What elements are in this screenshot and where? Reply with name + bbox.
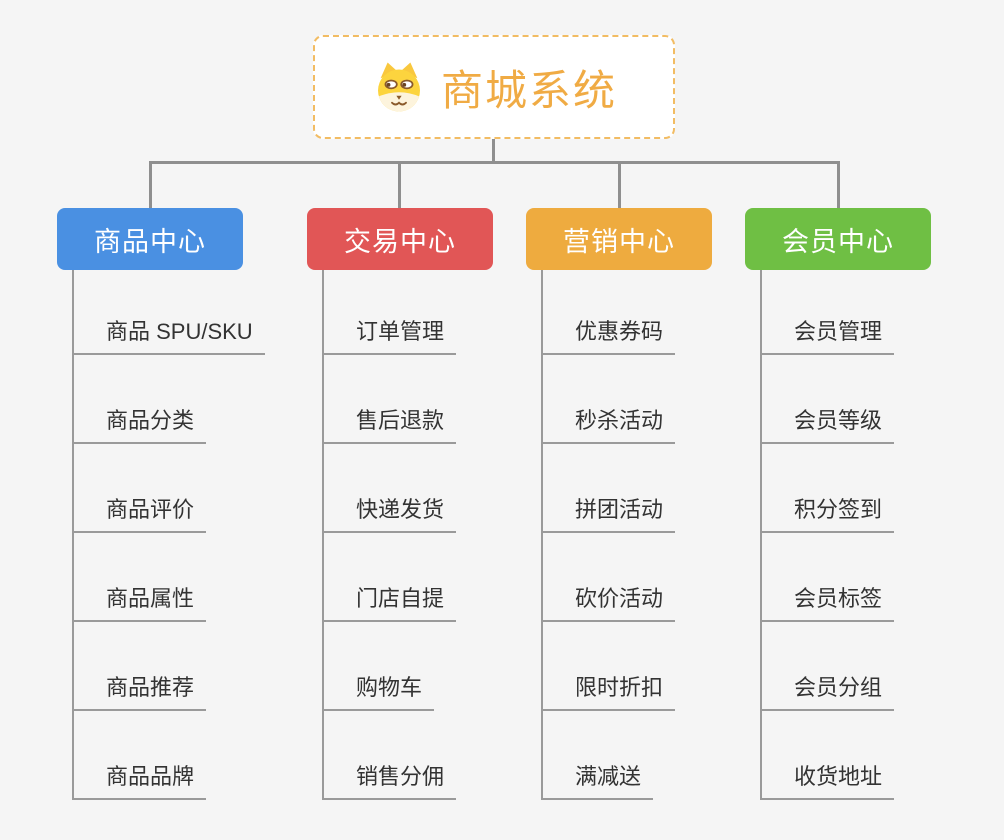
child-label: 门店自提 [324,581,457,622]
child-label: 收货地址 [762,759,895,800]
branch-children-trade: 订单管理 售后退款 快递发货 门店自提 购物车 销售分佣 [322,270,493,800]
child-node[interactable]: 会员标签 [762,533,931,622]
child-label: 快递发货 [324,492,457,533]
child-node[interactable]: 收货地址 [762,711,931,800]
branch-box-marketing-center[interactable]: 营销中心 [526,208,712,270]
connector-root-stem [492,139,495,163]
child-node[interactable]: 订单管理 [324,270,493,355]
branch-children-member: 会员管理 会员等级 积分签到 会员标签 会员分组 收货地址 [760,270,931,800]
child-label: 销售分佣 [324,759,457,800]
child-label: 商品属性 [74,581,207,622]
child-node[interactable]: 售后退款 [324,355,493,444]
connector-horizontal-rail [149,161,840,164]
branch-label: 交易中心 [344,226,456,257]
branch-box-member-center[interactable]: 会员中心 [745,208,931,270]
child-node[interactable]: 商品属性 [74,533,265,622]
child-node[interactable]: 购物车 [324,622,493,711]
root-node[interactable]: 商城系统 [313,35,675,139]
child-label: 售后退款 [324,403,457,444]
child-node[interactable]: 商品分类 [74,355,265,444]
connector-stub-product [149,161,152,208]
child-label: 秒杀活动 [543,403,676,444]
child-label: 拼团活动 [543,492,676,533]
child-label: 满减送 [543,759,654,800]
child-label: 商品 SPU/SKU [74,314,265,355]
child-node[interactable]: 秒杀活动 [543,355,712,444]
child-label: 商品推荐 [74,670,207,711]
child-node[interactable]: 门店自提 [324,533,493,622]
child-node[interactable]: 满减送 [543,711,712,800]
child-node[interactable]: 优惠券码 [543,270,712,355]
child-label: 商品评价 [74,492,207,533]
branch-box-trade-center[interactable]: 交易中心 [307,208,493,270]
branch-label: 会员中心 [782,226,894,257]
branch-children-product: 商品 SPU/SKU 商品分类 商品评价 商品属性 商品推荐 商品品牌 [72,270,265,800]
branch-children-marketing: 优惠券码 秒杀活动 拼团活动 砍价活动 限时折扣 满减送 [541,270,712,800]
branch-marketing-center: 营销中心 优惠券码 秒杀活动 拼团活动 砍价活动 限时折扣 满减送 [526,208,712,800]
child-node[interactable]: 限时折扣 [543,622,712,711]
branch-label: 商品中心 [94,226,206,257]
child-node[interactable]: 商品推荐 [74,622,265,711]
child-node[interactable]: 拼团活动 [543,444,712,533]
child-node[interactable]: 商品 SPU/SKU [74,270,265,355]
child-node[interactable]: 砍价活动 [543,533,712,622]
child-label: 购物车 [324,670,435,711]
child-node[interactable]: 会员分组 [762,622,931,711]
branch-box-product-center[interactable]: 商品中心 [57,208,243,270]
branch-label: 营销中心 [563,226,675,257]
child-label: 限时折扣 [543,670,676,711]
dog-face-icon [377,62,420,112]
branch-member-center: 会员中心 会员管理 会员等级 积分签到 会员标签 会员分组 收货地址 [745,208,931,800]
child-label: 商品分类 [74,403,207,444]
child-label: 会员标签 [762,581,895,622]
root-title: 商城系统 [440,66,617,114]
child-label: 积分签到 [762,492,895,533]
connector-stub-marketing [618,161,621,208]
child-label: 会员分组 [762,670,895,711]
child-label: 订单管理 [324,314,457,355]
child-node[interactable]: 商品品牌 [74,711,265,800]
connector-stub-member [837,161,840,208]
child-label: 砍价活动 [543,581,676,622]
child-node[interactable]: 会员等级 [762,355,931,444]
child-label: 会员管理 [762,314,895,355]
branch-trade-center: 交易中心 订单管理 售后退款 快递发货 门店自提 购物车 销售分佣 [307,208,493,800]
child-node[interactable]: 销售分佣 [324,711,493,800]
child-label: 优惠券码 [543,314,676,355]
child-node[interactable]: 积分签到 [762,444,931,533]
branch-product-center: 商品中心 商品 SPU/SKU 商品分类 商品评价 商品属性 商品推荐 商品品牌 [57,208,265,800]
child-label: 商品品牌 [74,759,207,800]
child-node[interactable]: 快递发货 [324,444,493,533]
child-label: 会员等级 [762,403,895,444]
connector-stub-trade [398,161,401,208]
child-node[interactable]: 会员管理 [762,270,931,355]
child-node[interactable]: 商品评价 [74,444,265,533]
